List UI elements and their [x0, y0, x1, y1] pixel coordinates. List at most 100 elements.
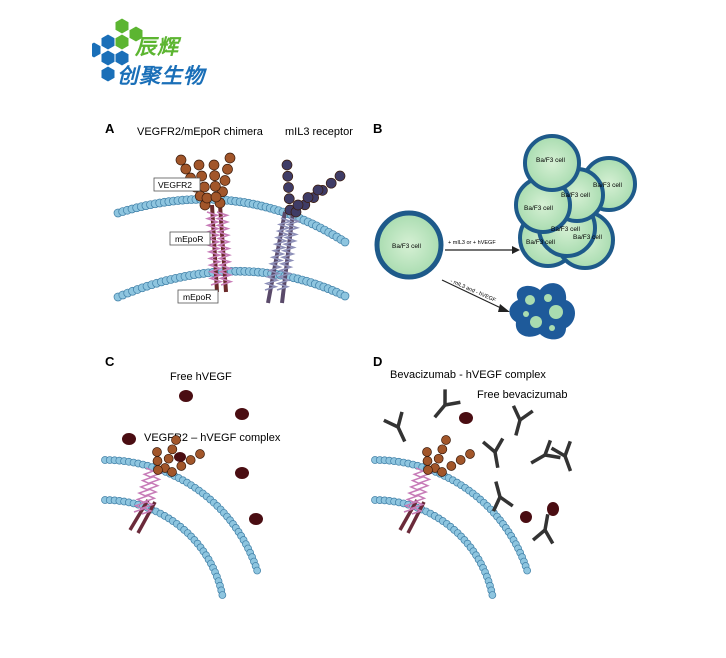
- panel-b-letter: B: [373, 121, 382, 136]
- vegfr2-bead: [433, 453, 444, 464]
- vegfr2-bead: [175, 154, 187, 166]
- vegfr2-bead: [422, 456, 433, 466]
- free-hvegf-label: Free hVEGF: [170, 371, 232, 383]
- cell-cluster: Ba/F3 cell Ba/F3 cell Ba/F3 cell Ba/F3 c…: [514, 134, 637, 270]
- il3-bead: [283, 182, 294, 193]
- il3-coil: [263, 217, 302, 291]
- vegfr2-bead: [152, 456, 163, 466]
- vegfr2-bead: [209, 180, 221, 192]
- vegfr2-bead: [210, 191, 222, 203]
- panel-b: B Ba/F3 cell + mIL3 or + hVEGF - mIL3 an…: [373, 121, 637, 340]
- mepor-box-label-upper: mEpoR: [175, 234, 203, 244]
- vegfr2-bead: [152, 447, 162, 457]
- il3-bead: [283, 193, 295, 205]
- panel-a: A VEGFR2/mEpoR chimera mIL3 receptor VEG…: [105, 121, 353, 304]
- vegfr2-bead: [224, 152, 236, 164]
- antibody-icon: [511, 405, 534, 436]
- apoptotic-cell: [509, 283, 575, 340]
- membrane-bead: [253, 566, 262, 575]
- arrow-right-icon: [512, 246, 520, 254]
- membrane-bead: [523, 566, 532, 575]
- antibody-icon: [433, 389, 461, 419]
- vegfr2-chimera: [175, 152, 236, 293]
- il3-receptor: [263, 159, 346, 304]
- antibody-icon: [530, 439, 561, 465]
- il3-beads: [281, 159, 346, 218]
- cluster-cell-label-7: Ba/F3 cell: [526, 239, 555, 246]
- vegfr2-box-label: VEGFR2: [158, 180, 192, 190]
- vegfr2-bead: [153, 465, 163, 475]
- antibody-icon: [531, 513, 555, 545]
- vegfr2-bead: [208, 159, 220, 171]
- hvegf-dot: [179, 390, 193, 402]
- vegfr2-bead: [465, 449, 475, 459]
- hvegf-dot: [235, 467, 249, 479]
- panel-c: C Free hVEGF VEGFR2 – hVEGF complex: [101, 354, 281, 599]
- membrane-bead: [488, 591, 497, 599]
- cluster-cell-label-6: Ba/F3 cell: [573, 234, 602, 241]
- il3-bead: [282, 170, 294, 182]
- membrane-outer-d: [371, 456, 532, 575]
- arrow-bottom-label: - mIL3 and - hVEGF: [449, 278, 497, 304]
- cluster-cell-label-3: Ba/F3 cell: [561, 192, 590, 199]
- single-cell: [374, 210, 444, 280]
- vegfr2-bead: [167, 444, 178, 455]
- vegfr2-bead: [195, 449, 205, 459]
- membrane-bead: [340, 237, 350, 247]
- bev-complex-label: Bevacizumab - hVEGF complex: [390, 369, 546, 381]
- il3-bead: [281, 159, 293, 171]
- vegfr2-bead: [167, 467, 177, 477]
- vegfr2-bead: [437, 467, 447, 477]
- vegfr2-bead: [219, 175, 231, 186]
- vegfr2-bead: [201, 192, 213, 204]
- vegfr2-bead: [441, 435, 451, 445]
- membrane-lower: [113, 266, 350, 302]
- cluster-cell-label-4: Ba/F3 cell: [524, 205, 553, 212]
- vegfr2-bead: [455, 455, 466, 465]
- panel-d: D Bevacizumab - hVEGF complex Free bevac…: [371, 354, 573, 599]
- arrow-top-label: + mIL3 or + hVEGF: [448, 240, 496, 246]
- hexagon-logo-icon: [92, 17, 144, 83]
- logo-text-top: 辰辉: [135, 35, 179, 59]
- il3-bead: [334, 170, 346, 182]
- membrane-inner-c: [101, 496, 227, 599]
- vegfr2-bead: [422, 447, 432, 457]
- membrane-inner-d: [371, 496, 497, 599]
- free-bev-label: Free bevacizumab: [477, 389, 568, 401]
- antibody-icon: [491, 481, 514, 512]
- vegfr2-bead: [185, 455, 196, 465]
- vegfr2-complex-label: VEGFR2 – hVEGF complex: [144, 432, 281, 444]
- il3-bead: [292, 199, 304, 211]
- panel-a-letter: A: [105, 121, 115, 136]
- cluster-cell-label-2: Ba/F3 cell: [593, 182, 622, 189]
- single-cell-label: Ba/F3 cell: [392, 243, 421, 250]
- vegfr2-beads: [175, 152, 236, 211]
- il3-bead: [312, 184, 324, 196]
- bevacizumab-antibodies: [383, 389, 573, 545]
- vegfr2-bead: [198, 181, 210, 193]
- vegfr2-bead: [222, 163, 233, 175]
- vegfr2-bead: [423, 465, 433, 475]
- cluster-cell-label-5: Ba/F3 cell: [551, 226, 580, 233]
- membrane-outer-c: [101, 456, 262, 575]
- vegfr2-bead: [209, 170, 221, 182]
- bound-hvegf-dot: [520, 511, 532, 523]
- arrow-diagonal-icon: [498, 304, 510, 312]
- panel-d-letter: D: [373, 354, 382, 369]
- hvegf-dot: [122, 433, 136, 445]
- company-logo: [92, 16, 232, 86]
- chimera-label: VEGFR2/mEpoR chimera: [137, 126, 264, 138]
- vegfr2-bead: [193, 159, 205, 171]
- il3-bead: [302, 192, 314, 203]
- il3-bead: [325, 177, 337, 189]
- antibody-icon: [383, 411, 407, 443]
- membrane-bead: [340, 291, 350, 301]
- logo-text-bottom: 创聚生物: [117, 64, 205, 88]
- bound-hvegf-dot: [459, 412, 473, 424]
- unbound-receptor-d: [398, 435, 475, 534]
- vegfr2-bead: [171, 435, 181, 445]
- receptor-label: mIL3 receptor: [285, 126, 353, 138]
- hvegf-bound-dot: [174, 452, 186, 462]
- cluster-cell-label-1: Ba/F3 cell: [536, 157, 565, 164]
